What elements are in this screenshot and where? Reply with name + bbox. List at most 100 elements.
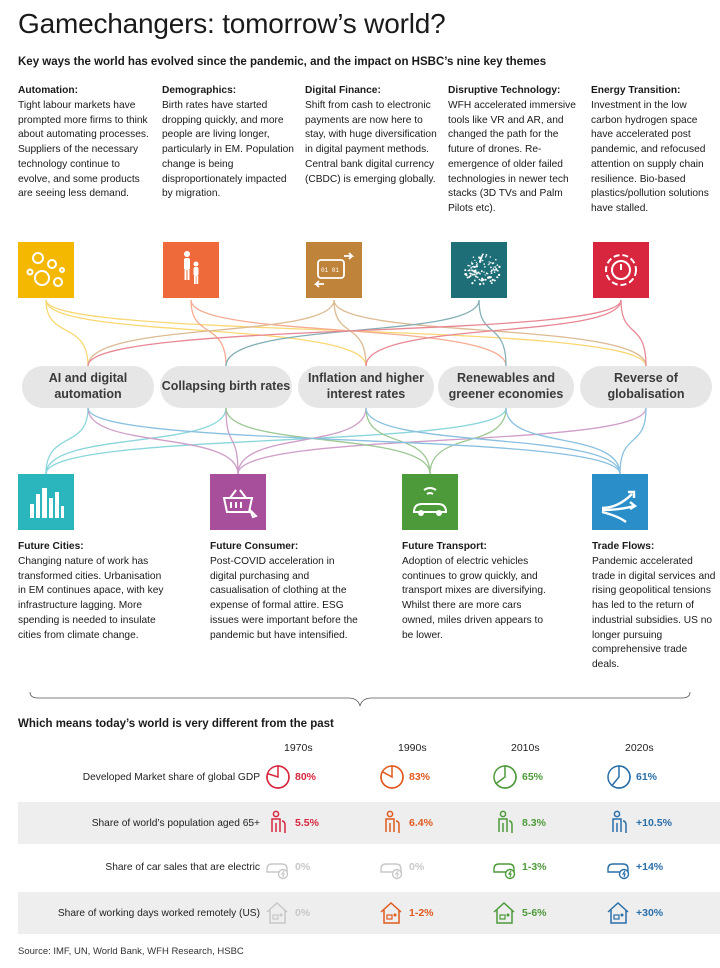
decade-header: 2020s	[625, 742, 654, 754]
key-theme-text: Adoption of electric vehicles continues …	[402, 555, 546, 641]
gears-icon	[18, 242, 74, 298]
metric-cell: 5-6%	[492, 892, 547, 934]
page-subtitle: Key ways the world has evolved since the…	[18, 56, 547, 68]
metric-cell: 83%	[379, 756, 430, 798]
metric-label: Share of world’s population aged 65+	[91, 817, 260, 829]
metric-value: +10.5%	[636, 817, 672, 829]
elderly-person-icon	[498, 810, 513, 833]
elderly-person-icon	[271, 810, 286, 833]
metric-value: 65%	[522, 771, 544, 783]
theme-text: WFH accelerated immersive tools like VR …	[448, 99, 576, 215]
key-theme-future-consumer: Future Consumer: Post-COVID acceleration …	[210, 540, 360, 643]
driver-label: Reverse of globalisation	[607, 371, 685, 401]
svg-text:01 01: 01 01	[321, 267, 339, 274]
theme-disruptive-technology: Disruptive Technology: WFH accelerated im…	[448, 84, 584, 217]
metric-value: 6.4%	[409, 817, 433, 829]
home-worker-icon	[607, 901, 629, 924]
page-title: Gamechangers: tomorrow’s world?	[18, 8, 446, 39]
key-theme-heading: Future Transport:	[402, 541, 487, 552]
metric-cell: 61%	[606, 756, 657, 798]
theme-heading: Disruptive Technology:	[448, 85, 561, 96]
diverging-arrows-icon	[592, 474, 648, 530]
metric-label: Developed Market share of global GDP	[82, 771, 260, 783]
metric-row: Share of working days worked remotely (U…	[18, 892, 720, 934]
metric-cell: 0%	[265, 892, 310, 934]
key-theme-text: Post-COVID acceleration in digital purch…	[210, 555, 358, 641]
theme-text: Tight labour markets have prompted more …	[18, 99, 149, 200]
pie-icon	[380, 765, 404, 789]
metric-value: +14%	[636, 861, 664, 873]
driver-label: Renewables and greener economies	[448, 371, 564, 401]
theme-text: Shift from cash to electronic payments a…	[305, 99, 437, 185]
theme-demographics: Demographics: Birth rates have started dr…	[162, 84, 298, 202]
metric-row: Developed Market share of global GDP 80% 8…	[18, 756, 720, 798]
driver-label: AI and digital automation	[48, 371, 128, 401]
metric-value: 8.3%	[522, 817, 546, 829]
electric-car-icon	[380, 863, 403, 880]
theme-heading: Digital Finance:	[305, 85, 381, 96]
metric-cell: 6.4%	[379, 802, 433, 844]
shopping-basket-icon	[210, 474, 266, 530]
metric-value: 0%	[295, 861, 311, 873]
metric-label: Share of car sales that are electric	[105, 861, 260, 873]
driver-inflation-interest-rates: Inflation and higher interest rates	[298, 366, 434, 408]
connected-car-icon	[402, 474, 458, 530]
metric-value: 80%	[295, 771, 317, 783]
pie-icon	[266, 765, 290, 789]
decade-header: 2010s	[511, 742, 540, 754]
theme-energy-transition: Energy Transition: Investment in the low …	[591, 84, 715, 217]
metric-cell: 1-3%	[492, 846, 547, 888]
metric-value: 5-6%	[522, 907, 547, 919]
city-skyline-icon	[18, 474, 74, 530]
driver-reverse-globalisation: Reverse of globalisation	[580, 366, 712, 408]
elderly-person-icon	[612, 810, 627, 833]
key-theme-heading: Future Consumer:	[210, 541, 299, 552]
metric-cell: +10.5%	[606, 802, 672, 844]
theme-digital-finance: Digital Finance: Shift from cash to elect…	[305, 84, 441, 187]
metric-value: +30%	[636, 907, 664, 919]
metric-cell: +14%	[606, 846, 663, 888]
theme-automation: Automation: Tight labour markets have pro…	[18, 84, 154, 202]
theme-heading: Automation:	[18, 85, 78, 96]
metric-value: 0%	[295, 907, 311, 919]
metric-value: 1-3%	[522, 861, 547, 873]
metric-row: Share of car sales that are electric 0% 0%…	[18, 846, 720, 888]
decade-header: 1990s	[398, 742, 427, 754]
driver-label: Collapsing birth rates	[161, 379, 291, 394]
section-title: Which means today’s world is very differ…	[18, 718, 334, 730]
metric-cell: 0%	[265, 846, 310, 888]
metric-cell: 8.3%	[492, 802, 546, 844]
key-theme-text: Changing nature of work has transformed …	[18, 555, 164, 641]
theme-text: Investment in the low carbon hydrogen sp…	[591, 99, 709, 215]
electric-car-icon	[266, 863, 289, 880]
home-worker-icon	[380, 901, 402, 924]
key-theme-text: Pandemic accelerated trade in digital se…	[592, 555, 716, 671]
metric-cell: 5.5%	[265, 802, 319, 844]
key-theme-future-transport: Future Transport: Adoption of electric ve…	[402, 540, 552, 643]
key-theme-future-cities: Future Cities: Changing nature of work ha…	[18, 540, 168, 643]
metric-value: 83%	[409, 771, 431, 783]
people-icon	[163, 242, 219, 298]
digital-card-icon: 01 01	[306, 242, 362, 298]
elderly-person-icon	[385, 810, 400, 833]
metric-row: Share of world’s population aged 65+ 5.5%…	[18, 802, 720, 844]
particle-sphere-icon	[451, 242, 507, 298]
connection-curves	[45, 300, 647, 475]
metric-label: Share of working days worked remotely (U…	[57, 907, 260, 919]
brace-divider	[29, 691, 691, 707]
metric-value: 61%	[636, 771, 658, 783]
electric-car-icon	[493, 863, 516, 880]
power-cycle-icon	[593, 242, 649, 298]
metric-value: 5.5%	[295, 817, 319, 829]
home-worker-icon	[493, 901, 515, 924]
theme-heading: Energy Transition:	[591, 85, 681, 96]
pie-icon	[493, 765, 517, 789]
metric-cell: 0%	[379, 846, 424, 888]
pie-icon	[607, 765, 631, 789]
theme-text: Birth rates have started dropping quickl…	[162, 99, 294, 200]
theme-heading: Demographics:	[162, 85, 237, 96]
metric-value: 1-2%	[409, 907, 434, 919]
key-theme-heading: Future Cities:	[18, 541, 84, 552]
electric-car-icon	[607, 863, 630, 880]
key-theme-heading: Trade Flows:	[592, 541, 655, 552]
